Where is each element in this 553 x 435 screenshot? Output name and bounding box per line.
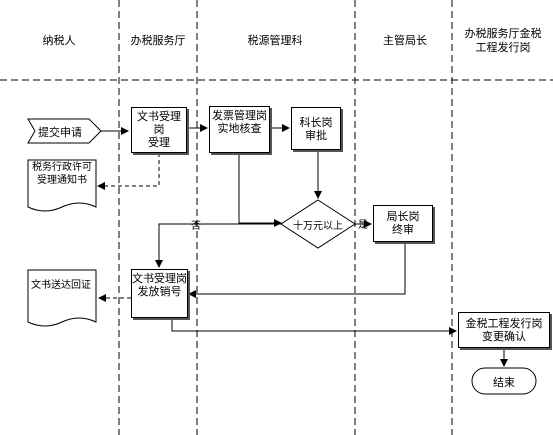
accept-box-role: 文书受理岗 <box>137 110 181 136</box>
lane-title-taxpayer: 纳税人 <box>42 34 76 47</box>
receipt-doc-text: 文书送达回证 <box>31 280 91 291</box>
director-box: 局长岗 终审 <box>373 205 433 242</box>
director-role: 局长岗 <box>386 210 420 223</box>
section-chief-role: 科长岗 <box>299 116 333 129</box>
section-chief-action: 审批 <box>305 129 327 142</box>
end-label: 结束 <box>493 376 515 389</box>
notice-doc-text: 税务行政许可受理通知书 <box>32 162 92 186</box>
inspect-box-action: 实地核查 <box>217 122 262 135</box>
notice-doc-shape <box>27 159 97 212</box>
edge-inspect-decision <box>238 153 282 227</box>
director-action: 终审 <box>392 223 414 236</box>
decision-label: 十万元以上 <box>293 221 343 232</box>
lane-title-tax-source: 税源管理科 <box>247 34 303 47</box>
lane-title-service-hall: 办税服务厅 <box>130 34 186 47</box>
issue-box-role: 文书受理岗 <box>132 272 187 285</box>
edge-label-no: 否 <box>191 221 201 232</box>
confirm-box: 金税工程发行岗 变更确认 <box>458 312 550 348</box>
decision-shape <box>280 199 356 249</box>
accept-box-action: 受理 <box>148 136 170 149</box>
confirm-role: 金税工程发行岗 <box>465 317 543 330</box>
submit-shape <box>27 118 102 144</box>
inspect-box-role: 发票管理岗 <box>212 109 267 122</box>
edge-label-yes: 是 <box>358 220 368 231</box>
edge-issue-confirm <box>171 318 457 335</box>
end-shape <box>471 367 537 395</box>
confirm-action: 变更确认 <box>482 330 526 343</box>
lane-title-golden-tax: 办税服务厅金税工程发行岗 <box>464 27 542 54</box>
edge-director-issue <box>188 242 406 298</box>
lane-title-director: 主管局长 <box>383 34 427 47</box>
edge-decision-issue <box>155 223 281 268</box>
submit-label: 提交申请 <box>38 126 82 139</box>
receipt-doc-shape <box>27 269 97 327</box>
edge-accept-notice <box>97 153 160 190</box>
issue-box-action: 发放销号 <box>137 285 182 298</box>
issue-box: 文书受理岗 发放销号 <box>131 269 188 318</box>
accept-box: 文书受理岗 受理 <box>131 107 187 153</box>
section-chief-box: 科长岗 审批 <box>291 107 341 150</box>
inspect-box: 发票管理岗 实地核查 <box>209 106 270 153</box>
